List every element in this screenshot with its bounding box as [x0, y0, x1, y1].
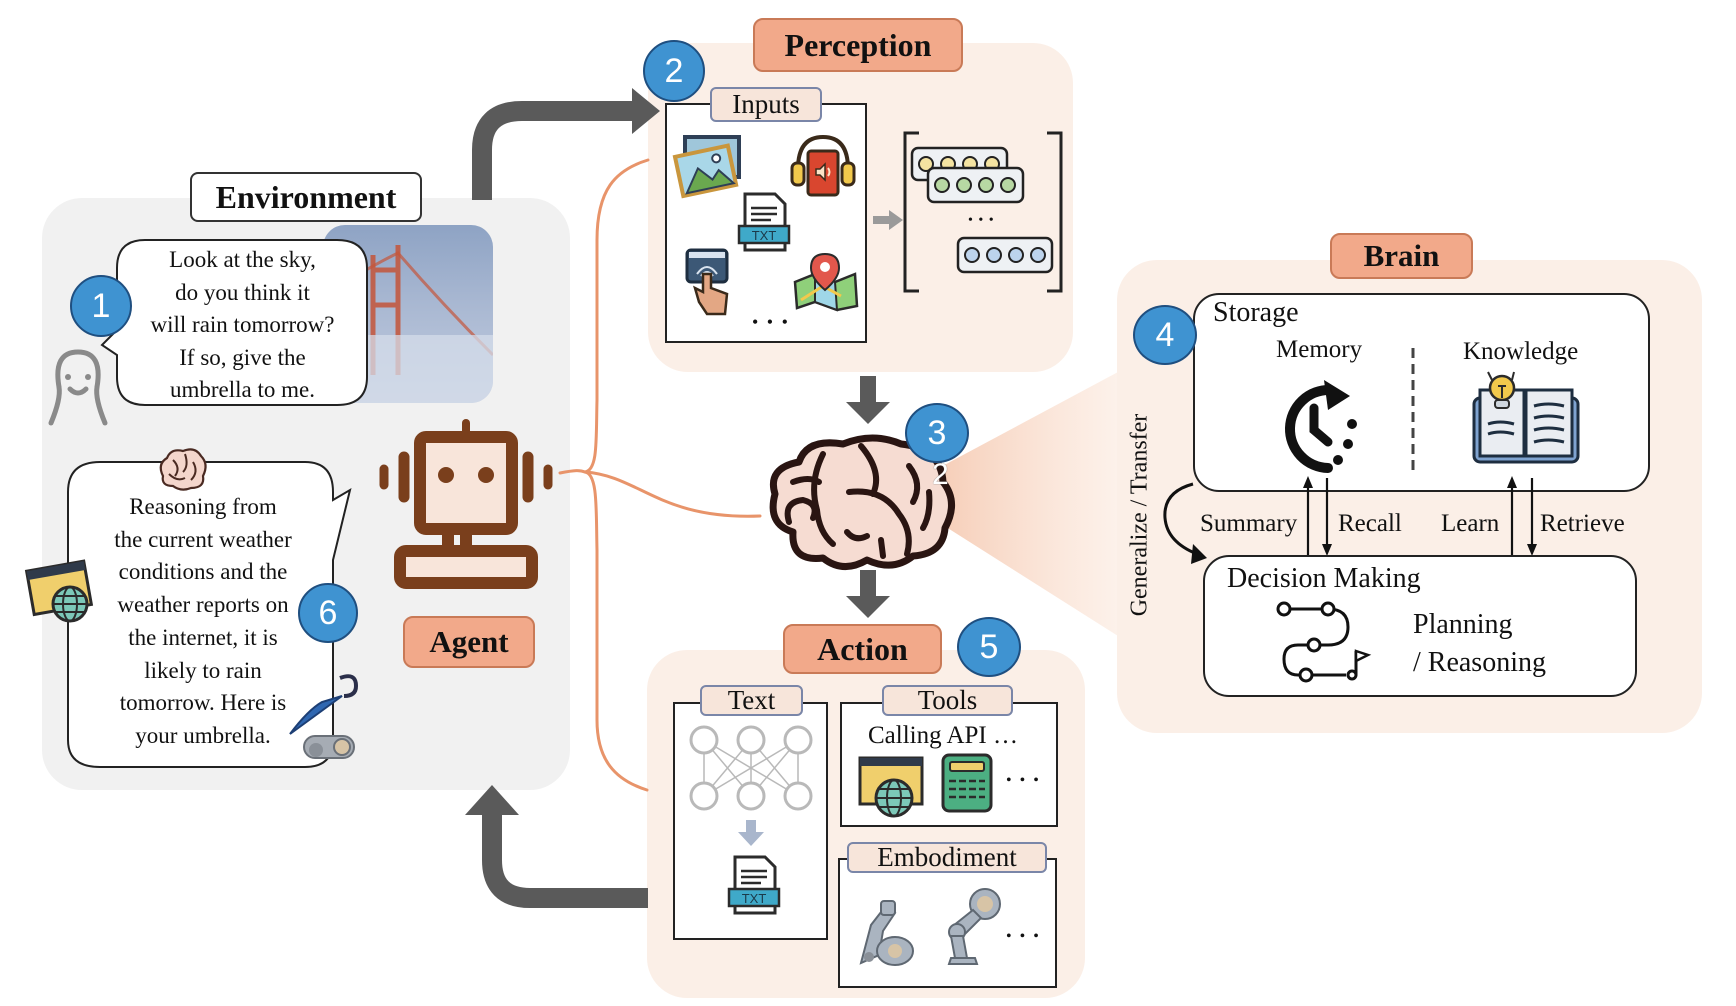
inputs-more-ellipsis: • • •	[752, 312, 790, 332]
environment-title: Environment	[190, 172, 422, 222]
robot-arm-icon	[859, 900, 914, 966]
down-arrow-icon	[738, 820, 764, 846]
map-location-icon	[793, 252, 859, 312]
memory-clock-icon	[1285, 380, 1357, 473]
embodiment-box	[838, 858, 1057, 988]
tools-tab: Tools	[882, 685, 1013, 716]
memory-label: Memory	[1276, 336, 1363, 363]
web-browser-globe-icon	[24, 559, 94, 623]
audio-headphones-icon	[790, 134, 856, 197]
summary-label: Summary	[1200, 510, 1298, 537]
small-brain-icon	[159, 448, 207, 491]
embeddings-more-ellipsis: • • •	[968, 213, 995, 228]
generalize-curved-arrow	[1163, 482, 1207, 564]
embodiment-more-ellipsis: • • •	[1006, 928, 1041, 945]
umbrella-robot-arm-icon	[278, 674, 359, 759]
storage-label: Storage	[1213, 297, 1299, 328]
reasoning-label: / Reasoning	[1413, 647, 1546, 678]
inputs-tab: Inputs	[710, 87, 822, 122]
step-badge-1: 1	[70, 275, 132, 337]
planning-path-icon	[1276, 601, 1372, 683]
dashed-divider	[1411, 348, 1415, 472]
stray-mark: 2	[932, 458, 949, 491]
text-tab: Text	[700, 685, 803, 716]
person-icon	[48, 349, 108, 426]
touch-icon	[685, 248, 729, 316]
step-badge-4: 4	[1133, 305, 1197, 365]
knowledge-label: Knowledge	[1463, 338, 1579, 365]
step-badge-3: 3	[905, 403, 969, 463]
step-badge-2: 2	[643, 40, 705, 102]
learn-label: Learn	[1441, 510, 1500, 537]
txt-file-icon-label: TXT	[752, 228, 777, 243]
txt-output-icon-label: TXT	[742, 891, 767, 906]
retrieve-label: Retrieve	[1540, 510, 1625, 537]
embed-arrow-icon	[873, 210, 903, 230]
recall-label: Recall	[1338, 510, 1402, 537]
agent-bubble-text: Reasoning from the current weather condi…	[114, 494, 292, 748]
planning-label: Planning	[1413, 609, 1513, 640]
decision-making-label: Decision Making	[1227, 563, 1421, 594]
txt-file-icon: TXT	[737, 192, 791, 252]
txt-output-icon: TXT	[727, 855, 781, 915]
neural-network-icon	[689, 725, 813, 811]
user-bubble-text: Look at the sky, do you think it will ra…	[150, 247, 335, 402]
image-icon	[672, 135, 741, 199]
brain-title: Brain	[1330, 233, 1473, 279]
embedding-vectors	[903, 131, 1063, 293]
step-badge-6: 6	[298, 583, 358, 643]
perception-title: Perception	[753, 18, 963, 72]
brain-icon	[769, 434, 955, 570]
decision-making-box	[1203, 555, 1637, 697]
tools-more-ellipsis: • • •	[1006, 772, 1041, 789]
robot-agent-icon	[379, 419, 553, 589]
embodiment-tab: Embodiment	[847, 842, 1047, 873]
action-title: Action	[783, 624, 942, 674]
robot-leg-icon	[947, 888, 1001, 965]
tools-caption: Calling API …	[868, 722, 1019, 749]
web-api-globe-icon	[858, 756, 924, 818]
step-badge-5: 5	[957, 617, 1021, 677]
agent-label: Agent	[403, 616, 535, 668]
calculator-icon	[941, 753, 993, 813]
knowledge-book-icon	[1472, 371, 1580, 464]
